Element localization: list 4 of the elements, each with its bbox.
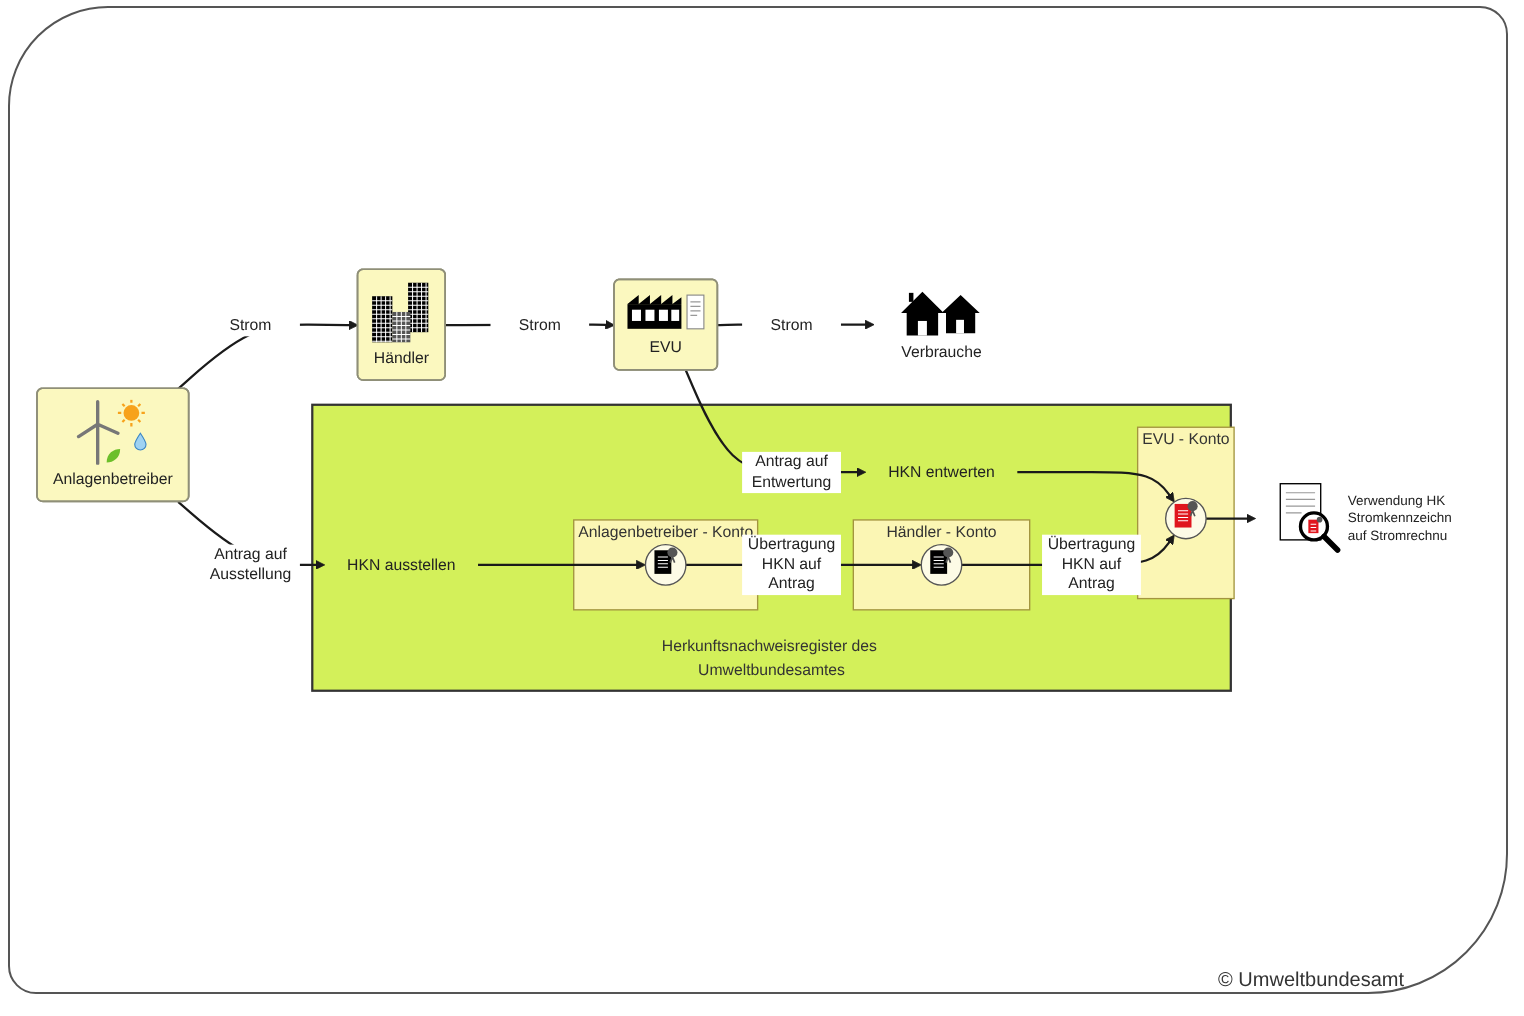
arrow xyxy=(478,559,646,570)
copyright-note: © Umweltbundesamt xyxy=(1218,970,1404,992)
arrow xyxy=(1206,513,1256,524)
arrow xyxy=(1017,471,1175,503)
